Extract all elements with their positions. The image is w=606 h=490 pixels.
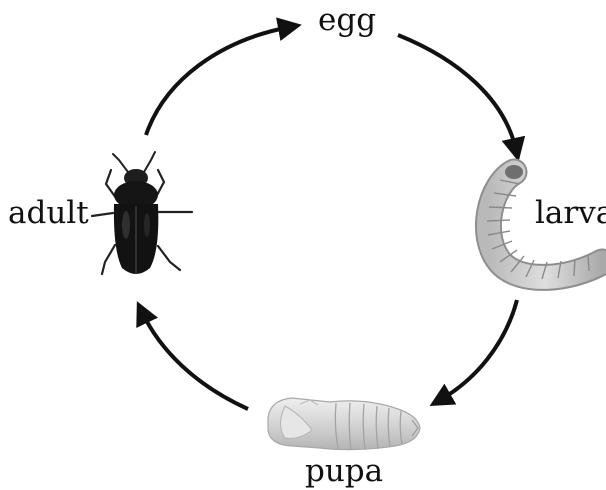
pupa-icon (268, 398, 420, 450)
arrow-pupa-to-adult (142, 312, 248, 409)
stage-label-pupa: pupa (305, 456, 383, 487)
stage-label-larva: larva (535, 198, 606, 229)
stage-label-egg: egg (318, 5, 376, 36)
stage-label-adult: adult (8, 198, 89, 229)
arrow-larva-to-pupa (440, 300, 517, 400)
arrow-adult-to-egg (146, 27, 290, 135)
arrow-egg-to-larva (398, 35, 516, 150)
beetle-icon (92, 152, 192, 274)
